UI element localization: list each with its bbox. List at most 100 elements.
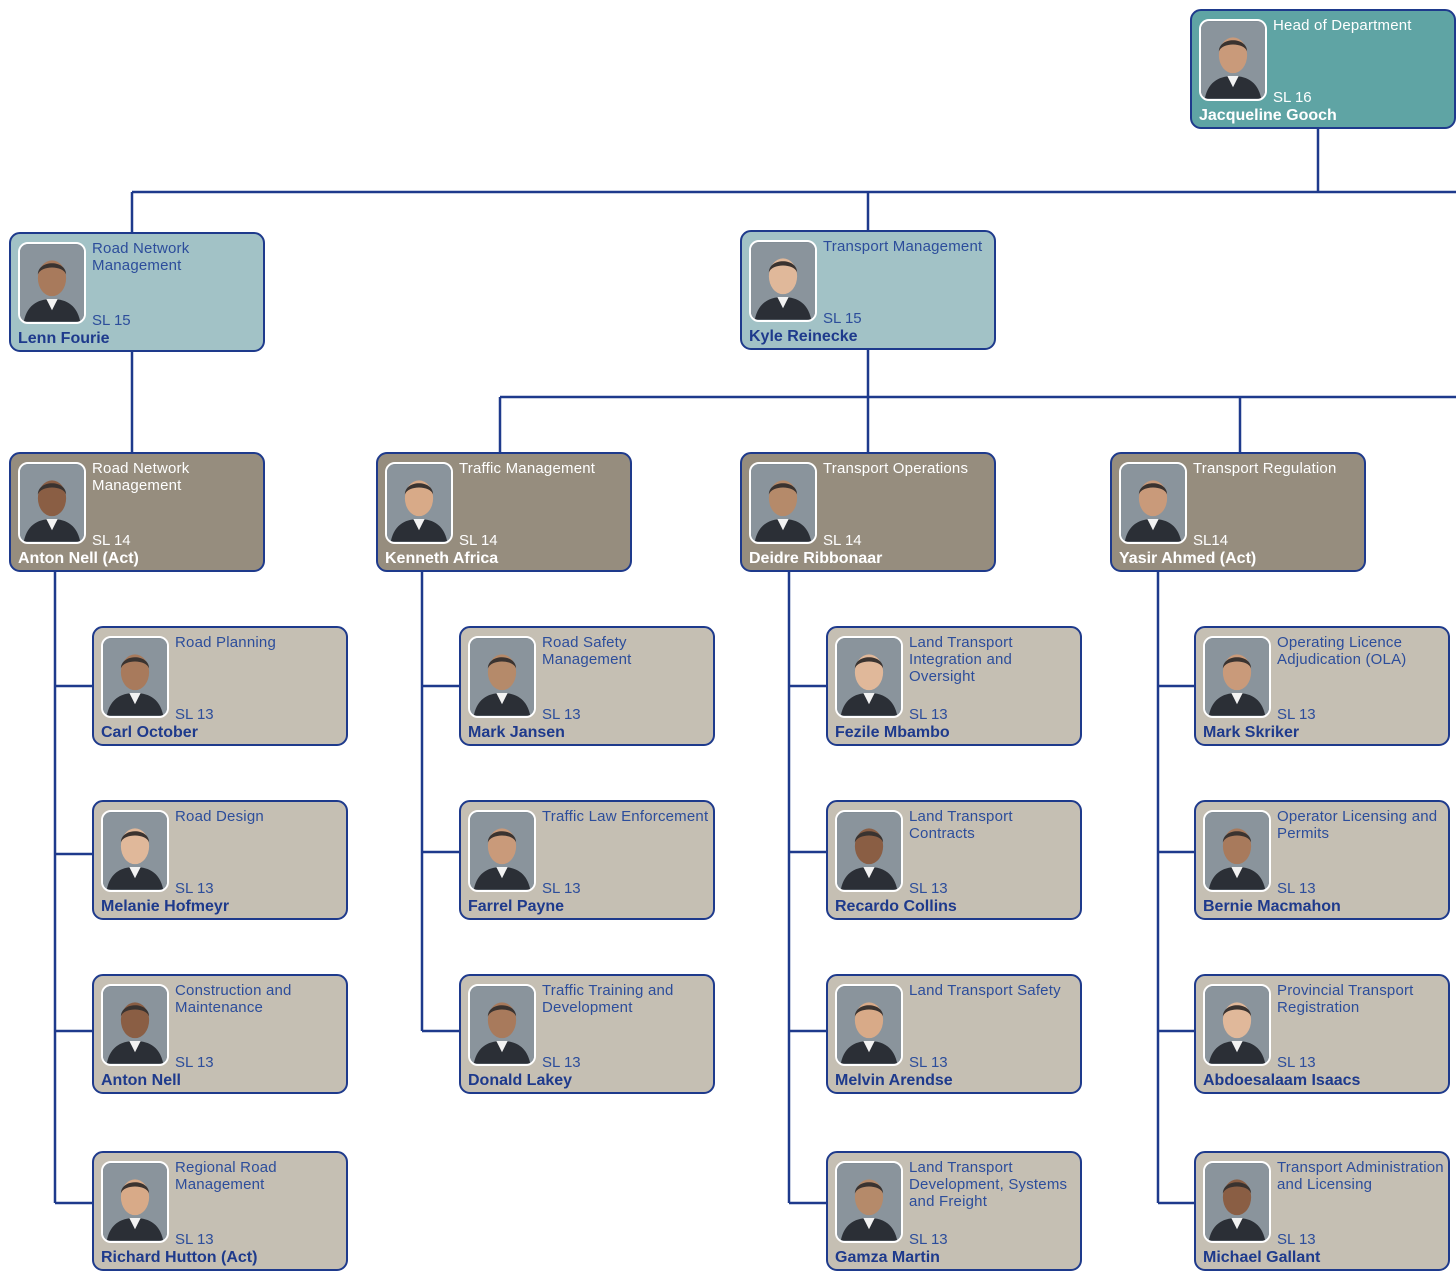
- salary-level: SL 13: [1277, 706, 1316, 723]
- person-name: Melvin Arendse: [835, 1072, 953, 1089]
- portrait-photo: [385, 462, 453, 544]
- salary-level: SL 13: [909, 1054, 948, 1071]
- portrait-photo: [835, 810, 903, 892]
- portrait-photo: [101, 984, 169, 1066]
- person-name: Abdoesalaam Isaacs: [1203, 1072, 1361, 1089]
- person-name: Recardo Collins: [835, 898, 957, 915]
- position-title: Transport Operations: [823, 460, 969, 477]
- portrait-photo: [835, 636, 903, 718]
- portrait-photo: [1119, 462, 1187, 544]
- position-title: Road Planning: [175, 634, 277, 651]
- portrait-photo: [101, 1161, 169, 1243]
- portrait-photo: [1203, 1161, 1271, 1243]
- position-title: Operating Licence Adjudication (OLA): [1277, 634, 1407, 668]
- position-title: Operator Licensing and Permits: [1277, 808, 1438, 842]
- salary-level: SL14: [1193, 532, 1229, 549]
- portrait-photo: [1203, 984, 1271, 1066]
- position-title: Construction and Maintenance: [175, 982, 292, 1016]
- person-name: Yasir Ahmed (Act): [1119, 550, 1257, 567]
- person-name: Lenn Fourie: [18, 330, 110, 347]
- portrait-photo: [749, 462, 817, 544]
- salary-level: SL 14: [823, 532, 862, 549]
- person-name: Michael Gallant: [1203, 1249, 1321, 1266]
- person-name: Melanie Hofmeyr: [101, 898, 230, 915]
- salary-level: SL 13: [1277, 880, 1316, 897]
- salary-level: SL 13: [175, 1231, 214, 1248]
- salary-level: SL 13: [175, 706, 214, 723]
- person-name: Anton Nell (Act): [18, 550, 139, 567]
- position-title: Land Transport Integration and Oversight: [909, 634, 1013, 685]
- position-title: Land Transport Contracts: [909, 808, 1013, 842]
- salary-level: SL 14: [92, 532, 131, 549]
- salary-level: SL 13: [909, 1231, 948, 1248]
- position-title: Land Transport Safety: [909, 982, 1061, 999]
- salary-level: SL 13: [909, 706, 948, 723]
- portrait-photo: [101, 636, 169, 718]
- salary-level: SL 13: [542, 880, 581, 897]
- position-title: Road Safety Management: [542, 634, 632, 668]
- salary-level: SL 14: [459, 532, 498, 549]
- salary-level: SL 15: [823, 310, 862, 327]
- position-title: Traffic Law Enforcement: [542, 808, 709, 825]
- person-name: Mark Jansen: [468, 724, 565, 741]
- portrait-photo: [468, 810, 536, 892]
- portrait-photo: [18, 242, 86, 324]
- person-name: Jacqueline Gooch: [1199, 107, 1337, 124]
- position-title: Traffic Management: [459, 460, 596, 477]
- position-title: Transport Management: [823, 238, 983, 255]
- person-name: Kenneth Africa: [385, 550, 499, 567]
- person-name: Deidre Ribbonaar: [749, 550, 883, 567]
- portrait-photo: [18, 462, 86, 544]
- salary-level: SL 13: [175, 880, 214, 897]
- person-name: Bernie Macmahon: [1203, 898, 1341, 915]
- portrait-photo: [835, 984, 903, 1066]
- portrait-photo: [101, 810, 169, 892]
- salary-level: SL 16: [1273, 89, 1312, 106]
- position-title: Transport Regulation: [1193, 460, 1337, 477]
- position-title: Road Network Management: [92, 240, 190, 274]
- person-name: Kyle Reinecke: [749, 328, 858, 345]
- position-title: Transport Administration and Licensing: [1277, 1159, 1444, 1193]
- position-card-branches-1-chiefs-1-directors-0: Land Transport Integration and Oversight…: [826, 626, 1082, 746]
- salary-level: SL 13: [1277, 1054, 1316, 1071]
- position-title: Traffic Training and Development: [542, 982, 674, 1016]
- salary-level: SL 13: [175, 1054, 214, 1071]
- portrait-photo: [1199, 19, 1267, 101]
- person-name: Gamza Martin: [835, 1249, 940, 1266]
- position-title: Land Transport Development, Systems and …: [909, 1159, 1068, 1210]
- person-name: Fezile Mbambo: [835, 724, 950, 741]
- portrait-photo: [835, 1161, 903, 1243]
- position-title: Provincial Transport Registration: [1277, 982, 1414, 1016]
- salary-level: SL 13: [542, 706, 581, 723]
- person-name: Anton Nell: [101, 1072, 181, 1089]
- position-title: Road Network Management: [92, 460, 190, 494]
- person-name: Donald Lakey: [468, 1072, 573, 1089]
- position-card-branches-1-chiefs-1-directors-3: Land Transport Development, Systems and …: [826, 1151, 1082, 1271]
- position-title: Road Design: [175, 808, 264, 825]
- position-title: Head of Department: [1273, 17, 1412, 34]
- person-name: Farrel Payne: [468, 898, 565, 915]
- position-card-branches-1-chiefs-2-directors-0: Operating Licence Adjudication (OLA) SL 1…: [1194, 626, 1450, 746]
- person-name: Richard Hutton (Act): [101, 1249, 258, 1266]
- portrait-photo: [1203, 636, 1271, 718]
- position-title: Regional Road Management: [175, 1159, 277, 1193]
- salary-level: SL 13: [909, 880, 948, 897]
- person-name: Carl October: [101, 724, 198, 741]
